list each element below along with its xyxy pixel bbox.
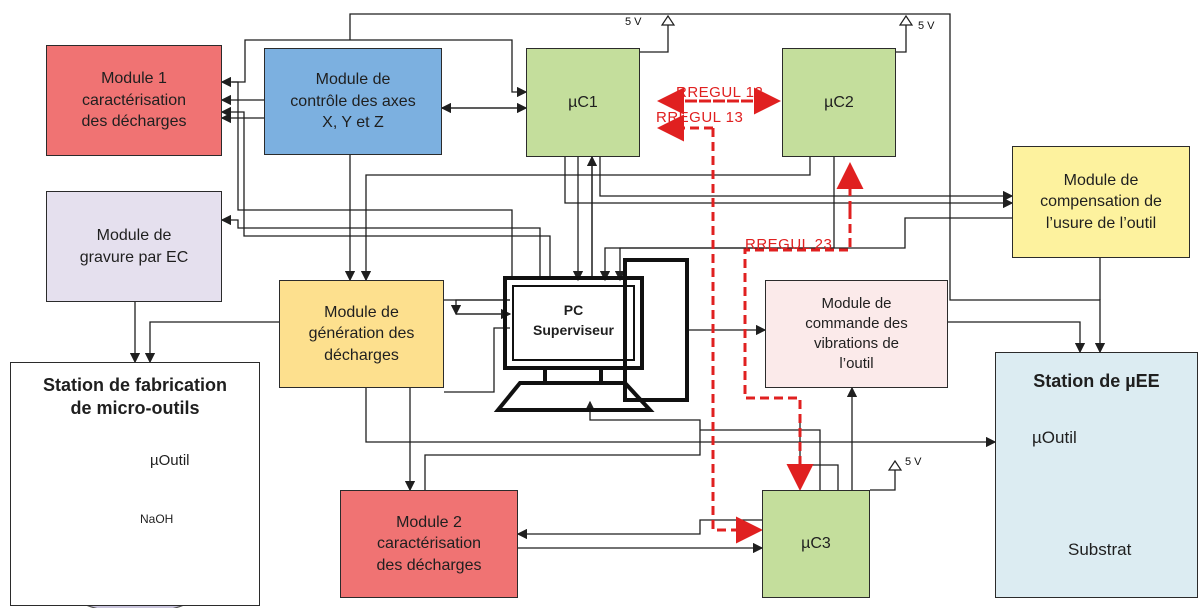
regulation-links (657, 87, 864, 544)
pc-label: PC Superviseur (513, 300, 634, 341)
station-fabrication-box (10, 362, 260, 606)
module-generation-label: Module de génération des décharges (308, 303, 415, 364)
module-axes-label: Module de contrôle des axes X, Y et Z (290, 71, 416, 132)
uc1-box: µC1 (526, 48, 640, 157)
station-fabrication-tool-label: µOutil (150, 452, 190, 469)
wire-group (129, 13, 1106, 554)
substrate-label: Substrat (1068, 540, 1132, 559)
uc3-box: µC3 (762, 490, 870, 598)
station-uee-box (995, 352, 1198, 598)
naoh-label: NaOH (140, 512, 174, 526)
regul-12-label: RREGUL 12 (676, 84, 764, 101)
pc-label-line2: Superviseur (533, 322, 614, 339)
module-vibrations-label: Module de commande des vibrations de l’o… (805, 294, 908, 373)
station-uee-title: Station de µEE (1033, 371, 1160, 391)
power-symbols (660, 14, 914, 471)
power-label-uc2: 5 V (918, 20, 935, 32)
uc2-label: µC2 (824, 93, 854, 111)
power-label-uc3: 5 V (905, 456, 922, 468)
module-vibrations-box: Module de commande des vibrations de l’o… (765, 280, 948, 388)
module-usure-label: Module de compensation de l’usure de l’o… (1040, 171, 1162, 232)
station-fabrication-title: Station de fabrication de micro-outils (42, 375, 228, 419)
module-axes-box: Module de contrôle des axes X, Y et Z (264, 48, 442, 155)
regul-13-label: RREGUL 13 (656, 109, 744, 126)
module-gravure-box: Module de gravure par EC (46, 191, 222, 302)
module-1-label: Module 1 caractérisation des décharges (81, 70, 187, 131)
pc-label-line1: PC (563, 302, 584, 318)
uc2-box: µC2 (782, 48, 896, 157)
uc1-label: µC1 (568, 93, 598, 111)
module-usure-box: Module de compensation de l’usure de l’o… (1012, 146, 1190, 258)
module-gravure-label: Module de gravure par EC (79, 226, 189, 266)
power-label-uc1: 5 V (625, 16, 642, 28)
regul-23-label: RREGUL 23 (745, 236, 833, 253)
station-uee-tool-label: µOutil (1032, 428, 1077, 447)
module-2-box: Module 2 caractérisation des décharges (340, 490, 518, 598)
module-generation-box: Module de génération des décharges (279, 280, 444, 388)
module-2-label: Module 2 caractérisation des décharges (376, 513, 482, 574)
uc3-label: µC3 (801, 535, 831, 553)
pc-illustration (493, 258, 689, 412)
module-1-box: Module 1 caractérisation des décharges (46, 45, 222, 156)
